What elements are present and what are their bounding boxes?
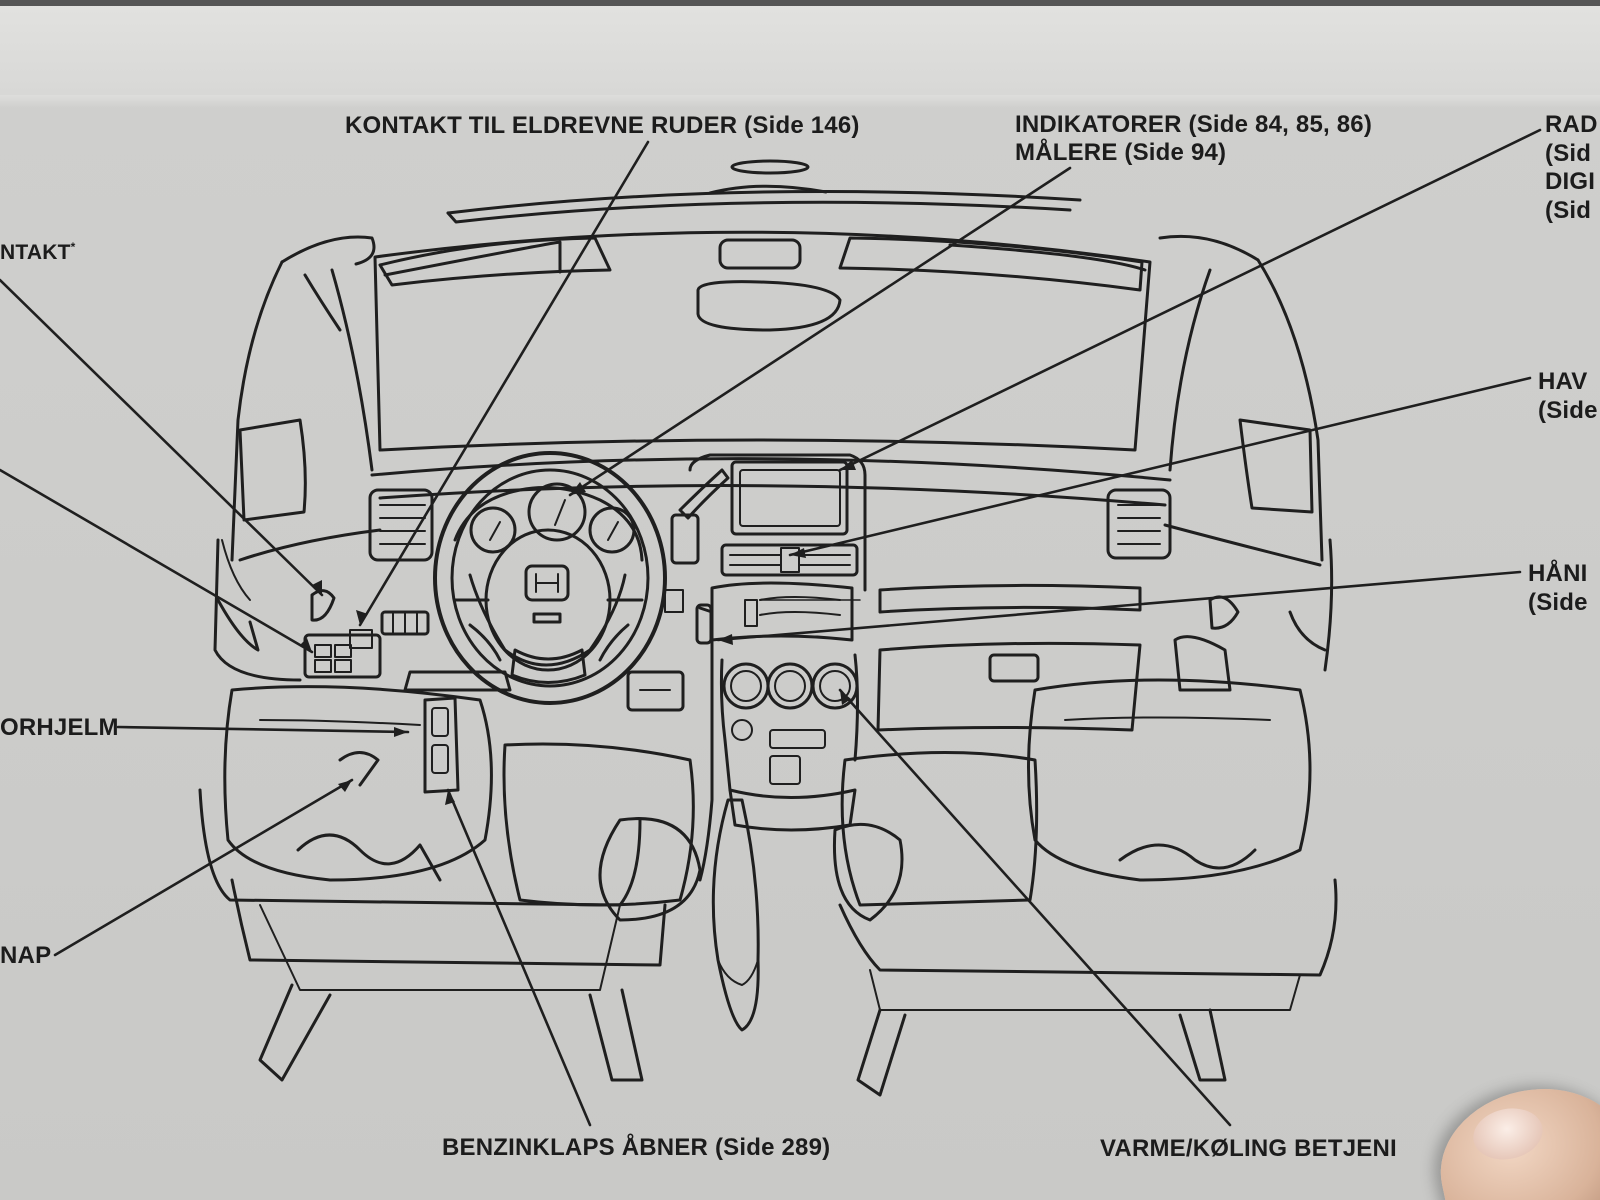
label-indikatorer: INDIKATORER (Side 84, 85, 86) — [1015, 111, 1373, 138]
label-malere: MÅLERE (Side 94) — [1015, 139, 1227, 166]
label-hand-2: (Side — [1528, 589, 1588, 616]
label-knap: NAP — [0, 942, 52, 969]
label-forhjelm: ORHJELM — [0, 714, 119, 741]
label-radio-3: DIGI — [1545, 168, 1596, 195]
label-kontakt-text: NTAKT — [0, 241, 71, 264]
label-hand-1: HÅNI — [1528, 560, 1588, 587]
label-radio-1: RAD — [1545, 111, 1598, 138]
label-hav-1: HAV — [1538, 368, 1588, 395]
label-kontakt-sup: * — [70, 240, 76, 254]
label-radio-4: (Sid — [1545, 197, 1592, 224]
page-top-rule — [0, 0, 1600, 6]
thumb-nail — [1468, 1102, 1548, 1166]
label-hav-2: (Side — [1538, 397, 1598, 424]
page-top-edge — [0, 0, 1600, 95]
label-kontakt: NTAKT* — [0, 233, 75, 267]
label-varme: VARME/KØLING BETJENI — [1100, 1135, 1397, 1162]
label-benzinklaps: BENZINKLAPS ÅBNER (Side 289) — [442, 1134, 831, 1161]
label-radio-2: (Sid — [1545, 140, 1592, 167]
label-kontakt-ruder: KONTAKT TIL ELDREVNE RUDER (Side 146) — [345, 112, 860, 139]
